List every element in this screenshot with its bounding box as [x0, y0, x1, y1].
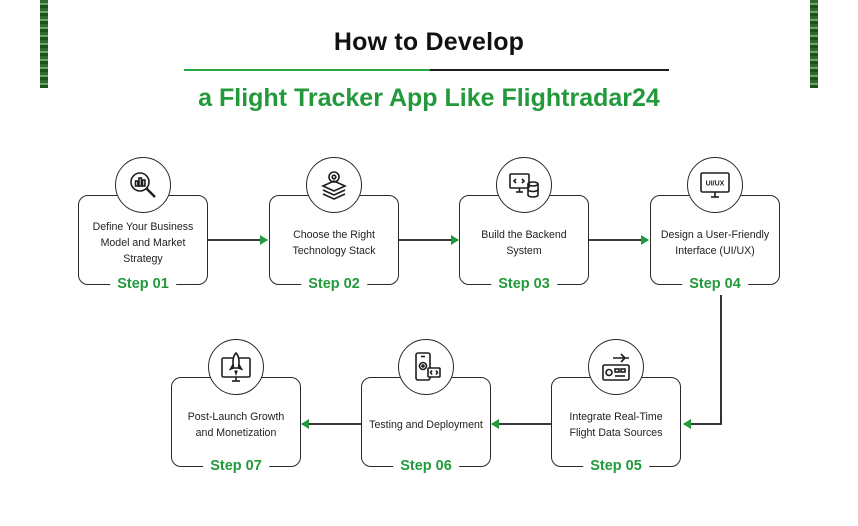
icon-text: UI/UX — [706, 181, 725, 188]
decorative-strip-left — [40, 0, 48, 88]
airplane-dashboard-icon — [588, 339, 644, 395]
step-label: Step 03 — [491, 276, 557, 292]
layers-target-icon — [306, 157, 362, 213]
page-title-line1: How to Develop — [333, 28, 525, 56]
step-label: Step 07 — [203, 458, 269, 474]
step-text: Integrate Real-Time Flight Data Sources — [569, 410, 663, 439]
step-text: Post-Launch Growth and Monetization — [187, 410, 285, 439]
server-database-icon — [496, 157, 552, 213]
step-label: Step 01 — [110, 276, 176, 292]
step-text: Testing and Deployment — [369, 418, 483, 431]
chart-magnifier-icon — [115, 157, 171, 213]
decorative-strip-right — [810, 0, 818, 88]
arrow-step4-to-step5 — [683, 295, 722, 429]
step-text: Define Your Business Model and Market St… — [92, 220, 194, 265]
page-title-line2: a Flight Tracker App Like Flightradar24 — [198, 84, 660, 112]
rocket-monitor-icon — [208, 339, 264, 395]
title-divider — [184, 69, 669, 71]
step-label: Step 04 — [682, 276, 748, 292]
step-label: Step 05 — [583, 458, 649, 474]
step-text: Build the Backend System — [481, 228, 567, 257]
mobile-code-icon — [398, 339, 454, 395]
ui-ux-monitor-icon: UI/UX — [687, 157, 743, 213]
step-label: Step 02 — [301, 276, 367, 292]
step-card-01: Define Your Business Model and Market St… — [78, 195, 208, 292]
step-text: Choose the Right Technology Stack — [292, 228, 376, 257]
step-text: Design a User-Friendly Interface (UI/UX) — [660, 228, 770, 257]
step-label: Step 06 — [393, 458, 459, 474]
